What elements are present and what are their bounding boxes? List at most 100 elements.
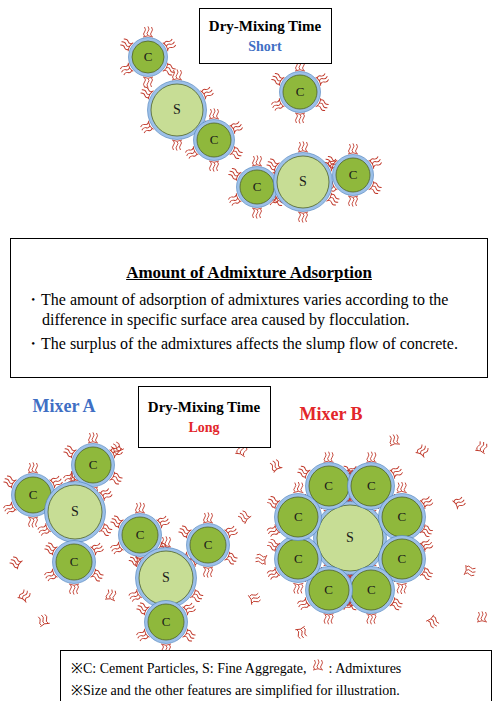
admixture-layer — [45, 482, 106, 543]
fine-aggregate: S — [43, 480, 107, 544]
admixture-molecule — [252, 208, 262, 219]
cement-particle: C — [70, 442, 116, 488]
admixture-molecule — [172, 69, 182, 80]
particle-core — [351, 570, 391, 610]
particle-core — [382, 497, 422, 537]
note-text: : Admixtures — [329, 661, 402, 676]
mixer-b-label: Mixer B — [288, 400, 374, 429]
particle-core — [151, 84, 203, 136]
cement-particle: C — [346, 565, 396, 615]
particle-letter: C — [324, 478, 333, 494]
admixture-molecule — [298, 212, 308, 223]
cement-particle: C — [185, 522, 231, 568]
admixture-molecule — [477, 611, 487, 622]
particle-letter: C — [367, 478, 376, 494]
legend-note-box: ※C: Cement Particles, S: Fine Aggregate,… — [60, 650, 492, 701]
admixture-molecule — [143, 77, 153, 88]
adsorption-note-box: Amount of Admixture Adsorption・The amoun… — [10, 238, 488, 378]
admixture-molecule — [203, 567, 213, 578]
admixture-molecule — [453, 495, 467, 509]
particle-letter: C — [162, 614, 171, 630]
particle-letter: C — [253, 179, 262, 195]
admixture-layer — [274, 153, 333, 212]
admixture-molecule — [209, 161, 219, 172]
admixture-molecule — [109, 441, 123, 456]
particle-letter: C — [204, 537, 213, 553]
admixture-molecule — [366, 452, 376, 463]
admixture-layer — [187, 524, 230, 567]
label-text: ・The amount of adsorption of admixtures … — [25, 291, 448, 328]
admixture-molecule — [388, 434, 400, 446]
admixture-molecule — [366, 614, 376, 625]
particle-letter: C — [397, 551, 406, 567]
cement-particle: C — [377, 492, 427, 542]
admixture-molecule — [237, 509, 252, 523]
dry-mixing-short-box: Dry-Mixing TimeShort — [199, 8, 332, 64]
admixture-molecule — [172, 140, 182, 151]
particle-core — [283, 75, 317, 109]
admixture-layer — [378, 493, 425, 540]
particle-letter: S — [346, 530, 354, 546]
particle-core — [277, 156, 329, 208]
particle-core — [48, 485, 102, 539]
admixture-layer — [53, 541, 96, 584]
admixture-layer — [333, 155, 374, 196]
particle-core — [197, 123, 231, 157]
particle-core — [278, 539, 318, 579]
particle-letter: C — [294, 551, 303, 567]
admixture-molecule — [268, 458, 282, 472]
cement-particle: C — [192, 118, 236, 162]
admixture-molecule — [69, 584, 79, 595]
particle-letter: C — [397, 509, 406, 525]
particle-core — [148, 604, 184, 640]
particle-letter: S — [71, 504, 79, 520]
particle-core — [139, 551, 193, 605]
admixture-molecule — [426, 615, 440, 630]
admixture-layer — [194, 120, 235, 161]
admixture-molecule — [28, 517, 38, 528]
label-text: Mixer B — [299, 404, 362, 424]
cement-particle: C — [278, 70, 322, 114]
label-text: Dry-Mixing Time — [148, 399, 260, 415]
admixture-molecules — [2, 26, 488, 654]
particle-core — [240, 170, 274, 204]
particle-letter: C — [136, 527, 145, 543]
particle-letter: C — [210, 132, 219, 148]
admixture-molecule — [143, 26, 153, 37]
admixture-molecule — [464, 565, 476, 577]
label-text: Dry-Mixing Time — [209, 18, 321, 34]
cement-particle: C — [51, 539, 97, 585]
admixture-molecule — [293, 482, 303, 493]
admixture-layer — [237, 167, 278, 208]
particle-letter: S — [173, 102, 181, 118]
particle-letter: C — [294, 509, 303, 525]
cement-particle: C — [331, 153, 375, 197]
fine-aggregate: S — [272, 151, 334, 213]
admixture-molecule — [248, 592, 261, 605]
admixture-molecule — [416, 443, 430, 457]
label-text: Long — [188, 420, 219, 435]
admixture-layer — [280, 72, 321, 113]
admixture-molecule — [8, 555, 22, 569]
particle-core — [278, 497, 318, 537]
particle-letter: C — [324, 582, 333, 598]
admixture-layer — [136, 548, 197, 609]
admixture-molecule — [209, 108, 219, 119]
note-text: ※Size and the other features are simplif… — [71, 683, 400, 698]
particle-letter: C — [296, 84, 305, 100]
admixture-molecule — [295, 626, 308, 639]
admixture-molecule — [18, 588, 32, 602]
admixture-molecule — [397, 482, 407, 493]
admixture-layer — [72, 444, 115, 487]
admixture-layer — [348, 566, 395, 613]
admixture-molecule — [298, 141, 308, 152]
admixture-layer — [129, 38, 168, 77]
particle-core — [317, 505, 383, 571]
particle-core — [75, 447, 111, 483]
admixture-layer — [275, 493, 322, 540]
label-text: Short — [248, 39, 281, 54]
particle-core — [56, 544, 92, 580]
admixture-molecule — [293, 583, 303, 594]
admixture-molecule — [255, 553, 267, 565]
particle-core — [122, 517, 158, 553]
